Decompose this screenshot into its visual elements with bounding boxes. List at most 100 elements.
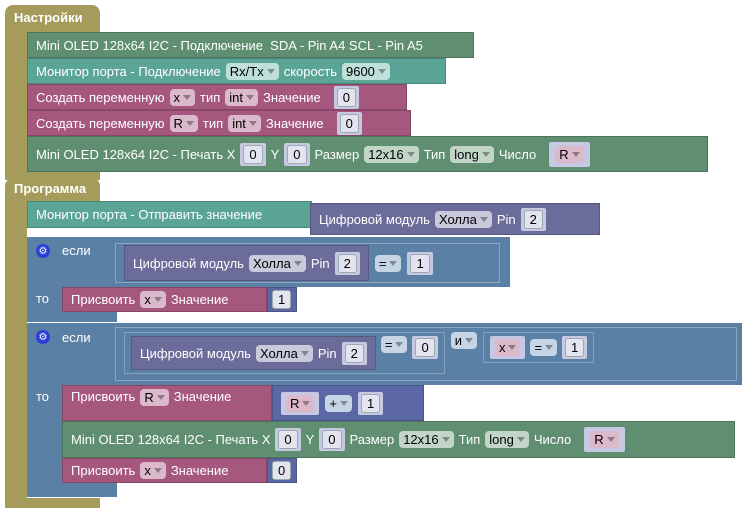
var-dropdown[interactable]: R [140, 389, 169, 406]
var-type-dropdown[interactable]: int [225, 88, 259, 106]
type-label: Тип [423, 146, 446, 162]
compare-block[interactable]: x = 1 [482, 332, 595, 363]
var-type-dropdown[interactable]: int [228, 114, 261, 132]
value-label: Значение [263, 89, 321, 105]
number-block[interactable]: 1 [407, 251, 433, 275]
number-block[interactable]: 0 [412, 336, 438, 359]
variable-block[interactable]: R [281, 391, 320, 415]
if-label: если [62, 330, 91, 345]
type-dropdown[interactable]: long [485, 431, 529, 448]
module-dropdown[interactable]: Холла [248, 254, 306, 272]
variable-block[interactable]: R [549, 141, 590, 167]
gear-icon[interactable]: ⚙ [36, 244, 50, 258]
var-name-dropdown[interactable]: x [169, 88, 196, 106]
number-field[interactable]: 0 [336, 87, 356, 107]
serial-connect-block[interactable]: Монитор порта - Подключение Rx/Tx скорос… [27, 58, 446, 84]
gear-icon[interactable]: ⚙ [36, 330, 50, 344]
x-field[interactable]: 0 [243, 144, 263, 164]
module-dropdown[interactable]: Холла [434, 210, 492, 228]
pin-field[interactable]: 2 [523, 209, 543, 229]
if-block-1-bottom [27, 312, 117, 322]
oled-connect-block[interactable]: Mini OLED 128x64 I2C - Подключение SDA -… [27, 32, 474, 58]
type-label: тип [202, 115, 224, 131]
variable-dropdown[interactable]: R [286, 394, 315, 412]
number-field[interactable]: 0 [415, 338, 435, 357]
serial-connect-label: Монитор порта - Подключение [36, 63, 221, 79]
speed-dropdown[interactable]: 9600 [341, 62, 390, 80]
number-field[interactable]: 1 [272, 290, 292, 309]
create-var-r-block[interactable]: Создать переменную R тип int Значение 0 [27, 110, 411, 136]
x-socket[interactable]: 0 [240, 142, 266, 166]
number-label: Число [498, 146, 537, 162]
var-dropdown[interactable]: x [140, 291, 166, 308]
compare-block[interactable]: Цифровой модуль Холла Pin 2 = 0 [124, 332, 445, 374]
assign-x-block[interactable]: Присвоить x Значение [62, 458, 267, 483]
variable-dropdown[interactable]: x [494, 339, 521, 356]
oled-connect-label: Mini OLED 128x64 I2C - Подключение SDA -… [36, 37, 423, 53]
oled-print-label: Mini OLED 128x64 I2C - Печать X [71, 432, 271, 447]
y-field[interactable]: 0 [322, 430, 342, 449]
module-label: Цифровой модуль [319, 211, 430, 227]
type-label: тип [200, 89, 221, 105]
operator-dropdown[interactable]: + [325, 394, 352, 412]
pin-field[interactable]: 2 [337, 253, 357, 273]
setup-rail [5, 30, 27, 180]
x-socket[interactable]: 0 [275, 428, 301, 451]
pin-label: Pin [496, 211, 516, 227]
number-field[interactable]: 1 [565, 338, 585, 357]
var-dropdown[interactable]: x [140, 462, 166, 479]
number-block[interactable]: 1 [357, 391, 384, 415]
number-block[interactable]: 0 [267, 458, 297, 483]
y-socket[interactable]: 0 [319, 428, 345, 451]
number-block[interactable]: 0 [336, 111, 362, 135]
variable-block[interactable]: x [489, 336, 526, 359]
compare-block[interactable]: Цифровой модуль Холла Pin 2 = 1 [115, 243, 500, 283]
pin-socket[interactable]: 2 [520, 207, 546, 231]
port-dropdown[interactable]: Rx/Tx [225, 62, 279, 80]
variable-block[interactable]: R [584, 427, 625, 452]
y-field[interactable]: 0 [287, 144, 307, 164]
number-block[interactable]: 1 [562, 336, 588, 359]
value-label: Значение [170, 463, 229, 478]
operator-dropdown[interactable]: = [530, 339, 558, 356]
operator-dropdown[interactable]: = [380, 336, 408, 353]
and-dropdown[interactable]: и [450, 332, 477, 349]
and-block[interactable]: Цифровой модуль Холла Pin 2 = 0 и x = 1 [115, 327, 737, 381]
pin-field[interactable]: 2 [344, 343, 364, 363]
number-block[interactable]: 0 [333, 85, 359, 109]
number-field[interactable]: 1 [410, 253, 430, 273]
assign-x-block[interactable]: Присвоить x Значение [62, 287, 267, 312]
oled-print-block[interactable]: Mini OLED 128x64 I2C - Печать X 0 Y 0 Ра… [62, 421, 735, 458]
pin-label: Pin [317, 345, 337, 361]
x-field[interactable]: 0 [278, 430, 298, 449]
number-field[interactable]: 1 [360, 393, 381, 413]
type-dropdown[interactable]: long [450, 145, 494, 163]
number-field[interactable]: 0 [339, 113, 359, 133]
variable-dropdown[interactable]: R [590, 431, 619, 448]
number-block[interactable]: 1 [267, 287, 297, 312]
hall-module-block[interactable]: Цифровой модуль Холла Pin 2 [310, 203, 600, 235]
math-block[interactable]: R + 1 [272, 385, 424, 421]
var-name-dropdown[interactable]: R [169, 114, 198, 132]
operator-dropdown[interactable]: = [374, 254, 402, 272]
assign-r-block[interactable]: Присвоить R Значение [62, 385, 272, 421]
program-block[interactable] [5, 178, 100, 203]
module-dropdown[interactable]: Холла [255, 344, 313, 362]
if-block-2-then [27, 383, 62, 485]
create-var-x-block[interactable]: Создать переменную x тип int Значение 0 [27, 84, 407, 110]
size-dropdown[interactable]: 12x16 [399, 431, 454, 448]
pin-socket[interactable]: 2 [334, 251, 360, 275]
number-field[interactable]: 0 [272, 461, 292, 480]
hall-module-block[interactable]: Цифровой модуль Холла Pin 2 [124, 245, 369, 281]
serial-send-block[interactable]: Монитор порта - Отправить значение [27, 201, 312, 228]
value-label: Значение [170, 292, 229, 307]
size-dropdown[interactable]: 12x16 [364, 145, 419, 163]
variable-dropdown[interactable]: R [555, 145, 584, 163]
create-var-label: Создать переменную [36, 115, 165, 131]
size-label: Размер [349, 432, 395, 447]
y-socket[interactable]: 0 [284, 142, 310, 166]
oled-print-block[interactable]: Mini OLED 128x64 I2C - Печать X 0 Y 0 Ра… [27, 136, 708, 172]
hall-module-block[interactable]: Цифровой модуль Холла Pin 2 [131, 336, 376, 370]
value-label: Значение [265, 115, 324, 131]
pin-socket[interactable]: 2 [341, 341, 367, 365]
